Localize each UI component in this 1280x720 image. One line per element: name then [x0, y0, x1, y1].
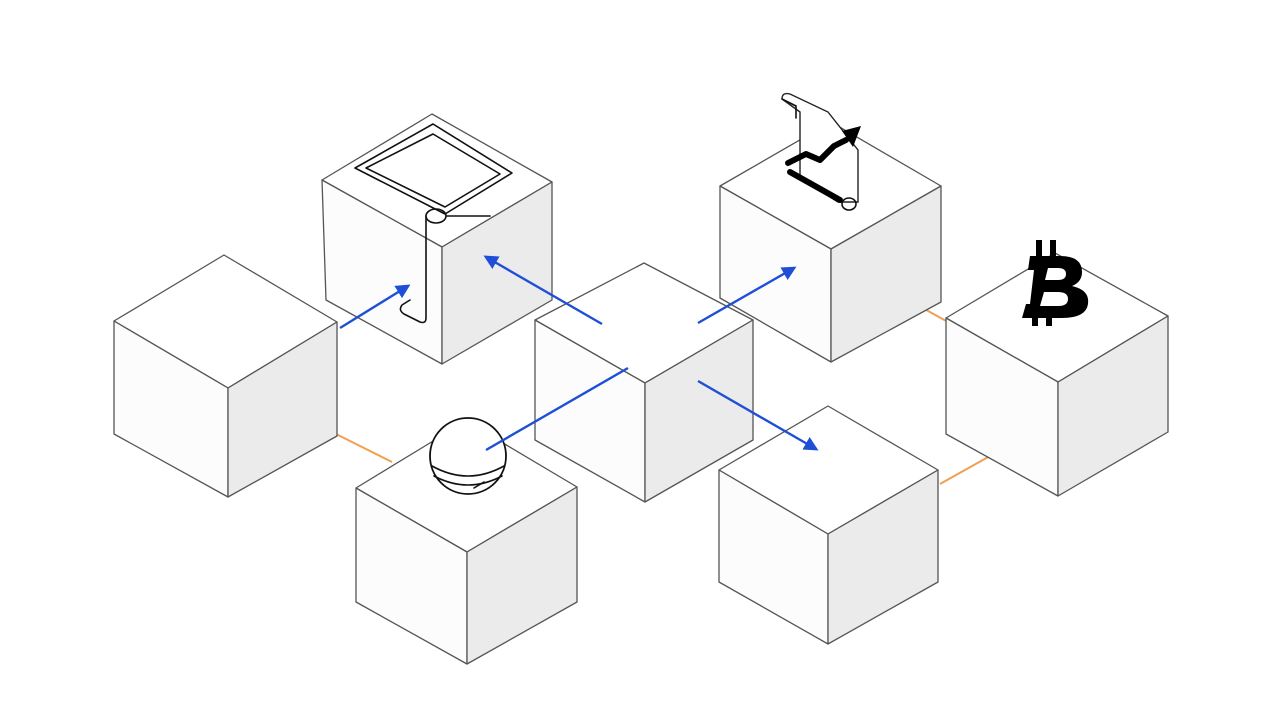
- computer-cube: [321, 113, 553, 365]
- globe-cube: [355, 417, 578, 665]
- laptop-icon: [354, 123, 513, 324]
- arrow-central-to-computer: [483, 255, 603, 326]
- arrow-globe-to-central: [485, 366, 629, 452]
- arrow-left-to-computer: [339, 284, 411, 330]
- left-cube: [113, 254, 338, 498]
- left-cube-right-face: [227, 321, 338, 498]
- orange-link-left-to-globe: [331, 431, 393, 463]
- bitcoin-cube: [945, 240, 1169, 497]
- chart-cube-right-face: [830, 185, 942, 363]
- chart-cube: [719, 92, 942, 363]
- chart-scroll-icon: [781, 92, 861, 211]
- central-cube-right-face: [644, 319, 754, 503]
- blue-arrows: [339, 255, 819, 452]
- arrow-central-to-chart: [697, 266, 797, 325]
- lower-right-cube-right-face: [827, 469, 939, 645]
- central-cube: [534, 262, 754, 503]
- arrow-central-to-lower-right: [697, 379, 819, 451]
- bitcoin-icon: [1022, 240, 1089, 326]
- lower-right-cube: [718, 405, 939, 645]
- globe-icon: [429, 417, 507, 495]
- computer-cube-right-face: [441, 181, 553, 365]
- globe-cube-right-face: [466, 486, 578, 665]
- bitcoin-cube-right-face: [1057, 315, 1169, 497]
